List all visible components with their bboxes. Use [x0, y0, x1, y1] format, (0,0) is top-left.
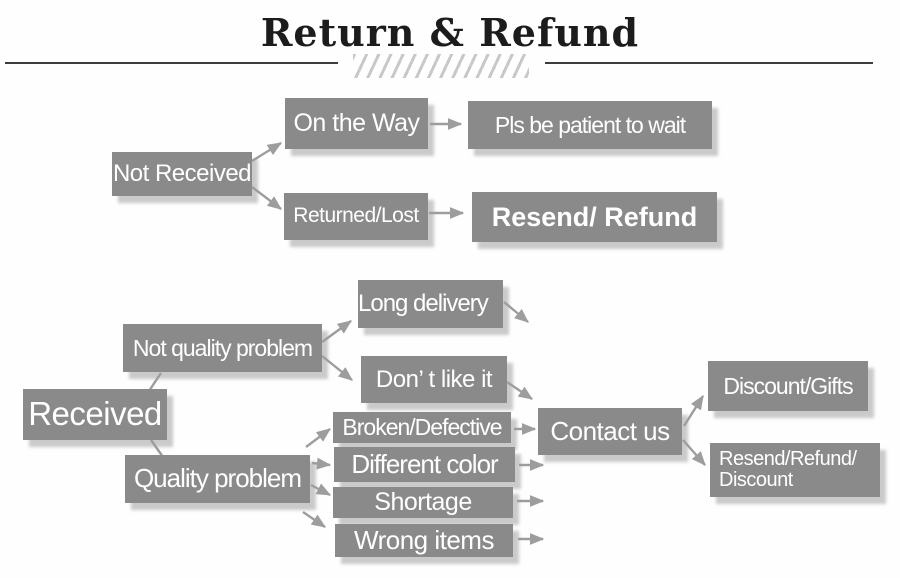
node-long-delivery: Long delivery — [358, 280, 503, 328]
arrow-dont-like-it-to-contact-us — [506, 381, 533, 400]
node-resend-refund-discount: Resend/Refund/ Discount — [710, 443, 880, 497]
arrow-contact-us-to-discount-gifts — [682, 394, 705, 427]
hatch-marks-decoration — [353, 54, 529, 78]
node-different-color: Different color — [334, 447, 515, 482]
title-rule-right — [545, 62, 873, 64]
arrow-long-delivery-out — [503, 301, 529, 323]
node-contact-us: Contact us — [538, 408, 682, 455]
node-wrong-items: Wrong items — [335, 524, 513, 557]
arrow-contact-us-to-resend-refund-discount — [682, 439, 706, 466]
node-pls-be-patient-to-wait: Pls be patient to wait — [468, 101, 712, 149]
arrow-not-received-to-on-the-way — [251, 141, 283, 163]
arrow-not-received-to-returned-lost — [251, 186, 282, 210]
node-resend-refund-discount-line1: Resend/Refund/ — [719, 448, 857, 470]
node-received: Received — [23, 389, 167, 440]
node-dont-like-it: Don’ t like it — [361, 356, 507, 403]
node-quality-problem: Quality problem — [125, 455, 310, 503]
node-on-the-way: On the Way — [285, 98, 428, 149]
arrow-nqp-to-long-delivery — [321, 320, 352, 343]
arrow-qp-to-wrong-items — [302, 511, 326, 528]
page-title: Return & Refund — [260, 10, 640, 55]
arrow-qp-to-broken-defective — [305, 428, 331, 448]
arrow-nqp-to-dont-like-it — [321, 355, 353, 381]
node-resend-refund-discount-line2: Discount — [719, 469, 793, 491]
title-rule-left — [5, 62, 338, 64]
node-not-quality-problem: Not quality problem — [123, 324, 322, 372]
node-not-received: Not Received — [112, 152, 252, 196]
node-discount-gifts: Discount/Gifts — [708, 361, 868, 411]
arrow-qp-to-different-color — [311, 457, 332, 470]
node-resend-refund: Resend/ Refund — [472, 192, 717, 242]
node-shortage: Shortage — [333, 487, 513, 518]
node-broken-defective: Broken/Defective — [333, 412, 511, 443]
node-returned-lost: Returned/Lost — [284, 193, 428, 240]
arrow-qp-to-shortage — [310, 483, 332, 497]
